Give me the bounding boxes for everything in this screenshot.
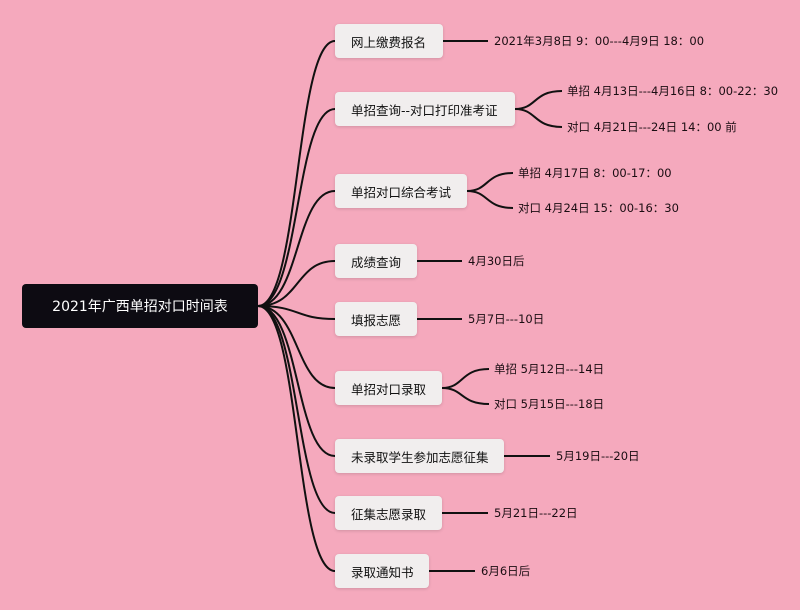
- leaf-text: 对口 5月15日---18日: [494, 397, 605, 411]
- branch-node[interactable]: 单招对口录取: [335, 371, 442, 405]
- branch-node[interactable]: 单招对口综合考试: [335, 174, 467, 208]
- root-branch-connector: [257, 108, 336, 307]
- branch-label: 成绩查询: [351, 254, 402, 270]
- branch-label: 单招对口综合考试: [351, 184, 452, 200]
- root-branch-connector: [257, 305, 336, 572]
- root-branch-connector: [257, 305, 336, 457]
- leaf-connector: [514, 108, 563, 128]
- leaf-connector: [466, 172, 514, 192]
- leaf-connector: [441, 387, 490, 405]
- root-branch-connector: [257, 305, 336, 320]
- branch-label: 网上缴费报名: [351, 34, 427, 50]
- root-branch-connector: [257, 260, 336, 307]
- leaf-text: 5月7日---10日: [468, 312, 545, 326]
- branch-node[interactable]: 成绩查询: [335, 244, 417, 278]
- leaf-connector: [466, 190, 514, 209]
- root-branch-connector: [257, 190, 336, 307]
- branch-label: 征集志愿录取: [351, 506, 427, 522]
- leaf-text: 4月30日后: [468, 254, 525, 268]
- root-node[interactable]: 2021年广西单招对口时间表: [22, 284, 258, 328]
- branch-node[interactable]: 填报志愿: [335, 302, 417, 336]
- root-branch-connector: [257, 40, 336, 307]
- leaf-connector: [441, 368, 490, 389]
- root-title: 2021年广西单招对口时间表: [52, 299, 228, 315]
- root-branch-connector: [257, 305, 336, 389]
- root-branch-connector: [257, 305, 336, 514]
- branch-node[interactable]: 录取通知书: [335, 554, 429, 588]
- leaf-text: 2021年3月8日 9：00---4月9日 18：00: [494, 34, 705, 48]
- branch-label: 单招查询--对口打印准考证: [351, 102, 498, 118]
- branch-node[interactable]: 未录取学生参加志愿征集: [335, 439, 504, 473]
- leaf-text: 单招 4月13日---4月16日 8：00-22：30: [567, 84, 779, 98]
- leaf-connector: [514, 90, 563, 110]
- branch-node[interactable]: 网上缴费报名: [335, 24, 443, 58]
- branch-label: 填报志愿: [351, 312, 402, 328]
- leaf-text: 单招 5月12日---14日: [494, 362, 605, 376]
- branch-label: 单招对口录取: [351, 381, 427, 397]
- branch-label: 录取通知书: [351, 564, 414, 580]
- leaf-text: 对口 4月24日 15：00-16：30: [518, 201, 679, 215]
- leaf-text: 5月21日---22日: [494, 506, 578, 520]
- leaf-text: 5月19日---20日: [556, 449, 640, 463]
- leaf-text: 单招 4月17日 8：00-17：00: [518, 166, 672, 180]
- branch-label: 未录取学生参加志愿征集: [351, 449, 489, 465]
- leaf-text: 对口 4月21日---24日 14：00 前: [567, 120, 737, 134]
- branch-node[interactable]: 征集志愿录取: [335, 496, 442, 530]
- leaf-text: 6月6日后: [481, 564, 531, 578]
- branch-node[interactable]: 单招查询--对口打印准考证: [335, 92, 515, 126]
